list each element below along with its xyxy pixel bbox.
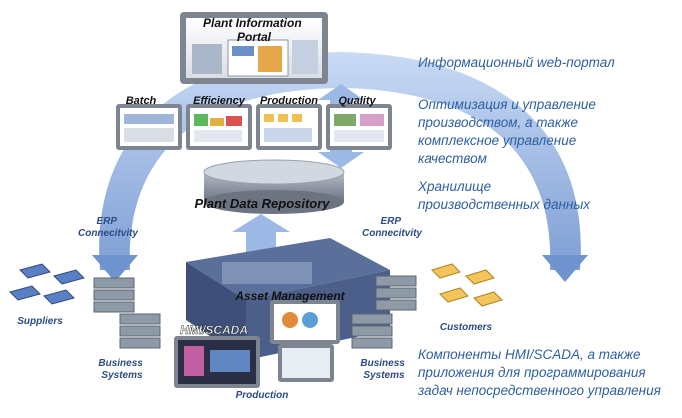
repo-arrow-up (232, 214, 290, 232)
hmi-label: HMI/SCADA (180, 323, 248, 337)
business-servers-right (351, 275, 417, 349)
portal-label: Plant Information Portal (203, 16, 305, 44)
customers-label: Customers (440, 322, 493, 333)
desc-portal: Информационный web-портал (418, 55, 615, 70)
desc-repository: Хранилище производственных данных (418, 179, 591, 212)
erp-right-label: ERP Connecitvity (362, 216, 422, 239)
erp-left-label: ERP Connecitvity (78, 216, 138, 239)
module-monitor-production (256, 104, 322, 150)
repository-label: Plant Data Repository (194, 196, 330, 211)
business-right-label: Business Systems (360, 358, 407, 381)
portal-arrow-up (318, 84, 364, 100)
hmi-monitor (174, 336, 260, 388)
module-label-batch: Batch (126, 95, 157, 107)
arc-arrow-right (542, 255, 588, 282)
business-servers-left (93, 277, 161, 349)
customers-boxes (431, 263, 503, 307)
module-label-efficiency: Efficiency (193, 95, 246, 107)
portal-monitor (180, 12, 328, 84)
repository-cylinder (203, 159, 345, 214)
suppliers-label: Suppliers (17, 316, 63, 327)
hmi-monitor-2 (278, 344, 334, 382)
production-floor-label: Production (236, 390, 289, 401)
asset-label: Asset Management (234, 289, 345, 303)
suppliers-boxes (9, 263, 85, 305)
module-monitor-batch (116, 104, 182, 150)
asset-monitor (270, 300, 340, 344)
business-left-label: Business Systems (98, 358, 145, 381)
desc-optimization: Оптимизация и управление производством, … (418, 97, 596, 166)
desc-hmi: Компоненты HMI/SCADA, а также приложения… (418, 347, 661, 398)
module-label-production: Production (260, 95, 318, 107)
portal-arrow-down (318, 152, 364, 168)
arc-arrow-left (92, 255, 138, 282)
module-monitor-quality (326, 104, 392, 150)
module-monitor-efficiency (186, 104, 252, 150)
module-label-quality: Quality (338, 95, 376, 107)
